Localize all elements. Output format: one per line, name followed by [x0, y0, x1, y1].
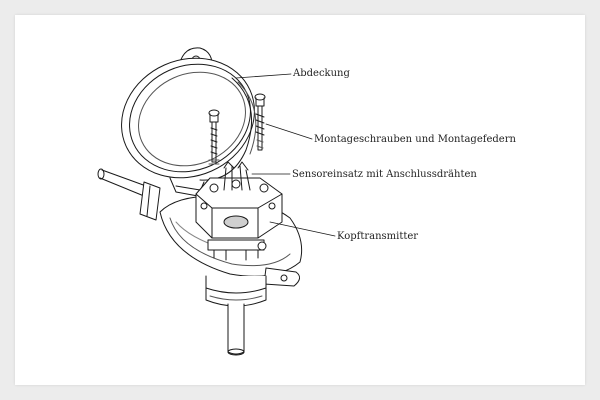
label-head-transmitter: Kopftransmitter — [337, 231, 419, 242]
label-cover: Abdeckung — [293, 68, 350, 79]
leader-transmitter — [269, 221, 336, 237]
cover-lid — [121, 47, 257, 197]
mounting-screws — [208, 93, 266, 165]
leader-screws — [265, 123, 313, 140]
cable-gland — [97, 168, 161, 221]
label-sensor-insert: Sensoreinsatz mit Anschlussdrähten — [292, 169, 477, 180]
leader-lines — [235, 73, 336, 237]
leader-cover — [235, 73, 292, 79]
head-transmitter — [195, 177, 283, 261]
sensor-insert-wires — [223, 161, 251, 191]
figure-card — [15, 15, 585, 385]
label-mounting-screws: Montageschrauben und Montagefedern — [314, 134, 516, 145]
